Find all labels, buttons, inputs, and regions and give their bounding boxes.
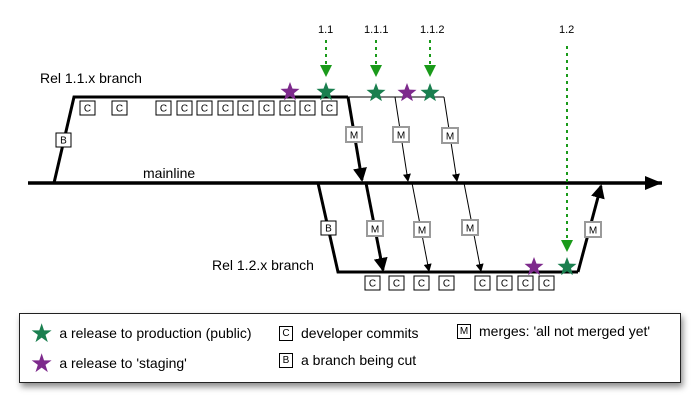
production-release-star-3 xyxy=(366,83,386,102)
merge-box-7: M xyxy=(584,221,602,238)
svg-text:C: C xyxy=(326,104,333,115)
svg-text:C: C xyxy=(222,104,229,115)
merge-box-2: M xyxy=(392,126,410,143)
svg-text:M: M xyxy=(466,224,474,235)
commit-box-icon: C xyxy=(279,325,293,341)
legend-branch: B a branch being cut xyxy=(279,352,416,368)
svg-text:C: C xyxy=(160,104,167,115)
legend-production-text: a release to production (public) xyxy=(59,325,252,341)
commit-box-rel12-8: C xyxy=(538,275,555,291)
merge-box-icon: M xyxy=(457,323,471,339)
staging-release-star-1 xyxy=(280,82,300,101)
release-label-1-1: 1.1 xyxy=(318,24,333,36)
svg-text:C: C xyxy=(393,279,400,290)
merge-box-4: M xyxy=(366,220,384,237)
commit-box-rel11-2: C xyxy=(111,100,128,116)
svg-text:C: C xyxy=(284,104,291,115)
staging-release-star-4 xyxy=(397,83,417,102)
svg-text:C: C xyxy=(181,104,188,115)
svg-text:C: C xyxy=(242,104,249,115)
legend-production: ★ a release to production (public) xyxy=(30,318,252,348)
commit-box-rel11-10: C xyxy=(299,100,316,116)
branch-box-1: B xyxy=(55,132,72,148)
commit-box-rel11-1: C xyxy=(79,100,96,116)
legend-merges: M merges: 'all not merged yet' xyxy=(457,323,650,339)
legend-merges-text: merges: 'all not merged yet' xyxy=(479,323,651,339)
merge-box-1: M xyxy=(345,126,363,143)
svg-text:C: C xyxy=(304,104,311,115)
rel11-branch-label: Rel 1.1.x branch xyxy=(40,70,142,86)
legend: ★ a release to production (public) ★ a r… xyxy=(19,313,681,383)
release-label-1-1-2: 1.1.2 xyxy=(420,24,444,36)
merge-box-3: M xyxy=(441,127,459,144)
svg-text:C: C xyxy=(443,279,450,290)
mainline-arrowhead xyxy=(645,176,662,190)
svg-text:C: C xyxy=(369,279,376,290)
svg-text:M: M xyxy=(418,226,426,237)
commit-box-rel11-7: C xyxy=(237,100,254,116)
svg-text:C: C xyxy=(522,279,529,290)
branch-box-2: B xyxy=(320,220,337,236)
svg-text:C: C xyxy=(418,279,425,290)
mainline-label: mainline xyxy=(143,165,195,181)
svg-text:B: B xyxy=(60,136,67,147)
svg-text:M: M xyxy=(350,131,358,142)
svg-text:C: C xyxy=(501,279,508,290)
rel12-branch-label: Rel 1.2.x branch xyxy=(212,257,314,273)
commit-box-rel12-1: C xyxy=(364,275,381,291)
legend-commits-text: developer commits xyxy=(301,325,419,341)
svg-text:C: C xyxy=(201,104,208,115)
rel12-branch-line xyxy=(316,182,578,274)
legend-branch-text: a branch being cut xyxy=(301,352,417,368)
branch-box-icon: B xyxy=(279,352,293,368)
svg-text:M: M xyxy=(589,226,597,237)
legend-staging: ★ a release to 'staging' xyxy=(30,348,187,378)
commit-box-rel12-3: C xyxy=(413,275,430,291)
commit-box-rel11-6: C xyxy=(217,100,234,116)
commit-box-rel12-4: C xyxy=(438,275,455,291)
commit-box-rel11-4: C xyxy=(176,100,193,116)
svg-text:C: C xyxy=(263,104,270,115)
release-label-1-2: 1.2 xyxy=(559,24,574,36)
staging-star-icon: ★ xyxy=(30,348,54,378)
staging-release-star-6 xyxy=(524,257,544,276)
svg-text:C: C xyxy=(479,279,486,290)
commit-box-rel12-7: C xyxy=(517,275,534,291)
svg-text:M: M xyxy=(446,132,454,143)
commit-box-rel11-11: C xyxy=(321,100,338,116)
production-release-star-7 xyxy=(557,257,577,276)
legend-commits: C developer commits xyxy=(279,325,419,341)
svg-text:B: B xyxy=(325,224,332,235)
svg-text:C: C xyxy=(116,104,123,115)
commit-box-rel11-8: C xyxy=(258,100,275,116)
svg-text:C: C xyxy=(84,104,91,115)
production-release-star-2 xyxy=(316,82,336,101)
svg-text:M: M xyxy=(397,131,405,142)
commit-box-rel12-2: C xyxy=(388,275,405,291)
release-label-1-1-1: 1.1.1 xyxy=(364,24,388,36)
legend-staging-text: a release to 'staging' xyxy=(59,355,187,371)
svg-text:M: M xyxy=(371,225,379,236)
commit-box-rel11-5: C xyxy=(196,100,213,116)
svg-text:C: C xyxy=(543,279,550,290)
commit-box-rel12-6: C xyxy=(496,275,513,291)
merge-box-6: M xyxy=(461,219,479,236)
commit-box-rel12-5: C xyxy=(474,275,491,291)
commit-box-rel11-3: C xyxy=(155,100,172,116)
commit-box-rel11-9: C xyxy=(279,100,296,116)
merge-box-5: M xyxy=(413,221,431,238)
production-release-star-5 xyxy=(420,83,440,102)
production-star-icon: ★ xyxy=(30,318,54,348)
rel11-branch-line xyxy=(52,95,348,184)
